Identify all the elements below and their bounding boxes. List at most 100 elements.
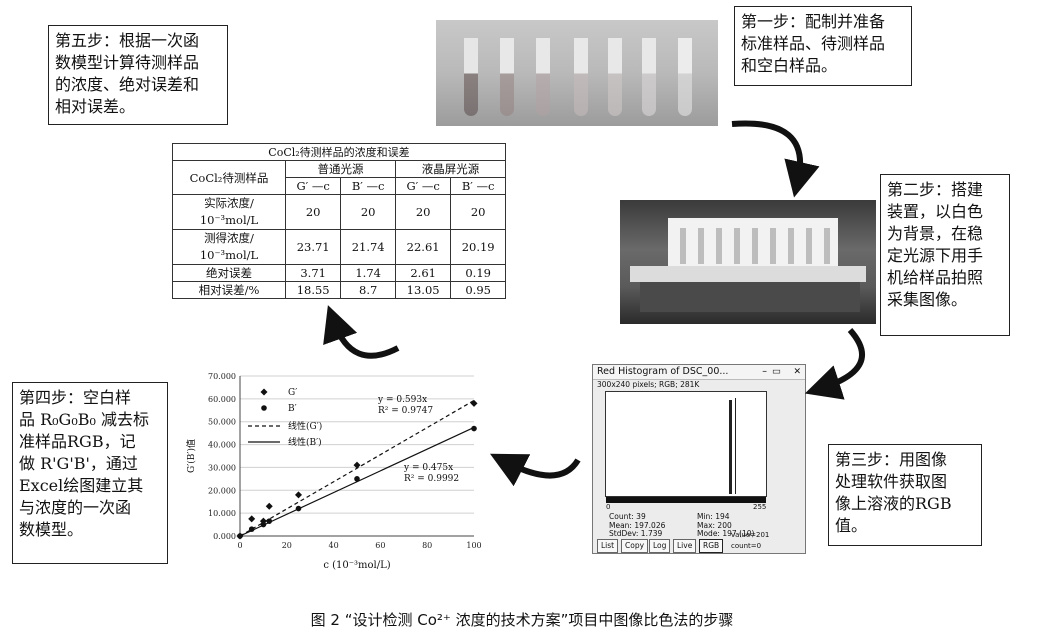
- arrow-step3-to-step4: [490, 453, 581, 487]
- data-point-b: [237, 533, 243, 539]
- apparatus-photo: [620, 200, 876, 324]
- table-row: 实际浓度/10⁻³mol/L 20 20 20 20: [172, 194, 506, 230]
- list-button[interactable]: List: [597, 539, 619, 553]
- copy-button[interactable]: Copy: [621, 539, 649, 553]
- table-cell: 20.19: [450, 229, 506, 265]
- tube-7: [678, 38, 692, 116]
- table-cell: 1.74: [340, 264, 396, 282]
- table-cell: 18.55: [284, 281, 342, 299]
- histogram-stats-right: Min: 194 Max: 200 Mode: 197 (10): [697, 512, 755, 538]
- arrow-step2-to-step3: [804, 328, 865, 400]
- table-cell: 21.74: [340, 229, 396, 265]
- sample-tubes-photo: [436, 20, 718, 126]
- table-group-lcd-light: 液晶屏光源: [394, 160, 507, 178]
- y-tick-label: 30.000: [208, 463, 236, 472]
- table-row: 绝对误差 3.71 1.74 2.61 0.19: [172, 264, 506, 282]
- equation-g: y = 0.593x: [377, 395, 427, 405]
- data-point-g: [295, 491, 302, 499]
- table-subcol: B′ —c: [340, 177, 396, 195]
- histogram-titlebar: Red Histogram of DSC_00... – ▭ ✕: [593, 365, 805, 380]
- histogram-axis-max: 255: [753, 503, 767, 511]
- data-point-g: [353, 461, 361, 469]
- step3-text: 第三步：用图像 处理软件获取图 像上溶液的RGB 值。: [835, 450, 952, 535]
- table-cell: 20: [450, 194, 506, 230]
- table-subcol: G′ —c: [284, 177, 342, 195]
- legend-label-trend-g: 线性(G′): [288, 420, 322, 432]
- table-row-label: 相对误差/%: [172, 281, 286, 299]
- equation-b: y = 0.475x: [403, 463, 453, 473]
- histogram-gradient-bar: [606, 497, 766, 503]
- table-title-row: CoCl₂待测样品的浓度和误差: [172, 143, 506, 161]
- histogram-window: Red Histogram of DSC_00... – ▭ ✕ 300x240…: [592, 364, 806, 554]
- table-cell: 0.19: [450, 264, 506, 282]
- histogram-axis-min: 0: [606, 503, 611, 511]
- results-table: CoCl₂待测样品的浓度和误差 CoCl₂待测样品 普通光源 液晶屏光源 G′ …: [172, 143, 507, 299]
- data-point-b: [295, 505, 302, 512]
- tube-6: [642, 38, 656, 116]
- table-group-normal-light: 普通光源: [285, 160, 396, 178]
- rgb-button[interactable]: RGB: [699, 539, 724, 553]
- table-top: [630, 266, 866, 282]
- legend-label-trend-b: 线性(B′): [288, 436, 322, 448]
- log-button[interactable]: Log: [649, 539, 671, 553]
- table-cell: 20: [394, 194, 452, 230]
- table-cell: 20: [284, 194, 342, 230]
- y-tick-label: 40.000: [208, 441, 236, 450]
- table-row-label: 测得浓度/10⁻³mol/L: [172, 229, 286, 265]
- y-axis-label: G′(B′)值: [185, 439, 197, 473]
- x-tick-label: 0: [237, 541, 242, 550]
- table-title: CoCl₂待测样品的浓度和误差: [172, 143, 506, 161]
- data-point-b: [354, 476, 360, 482]
- close-icon[interactable]: ✕: [793, 367, 801, 377]
- data-point-b: [471, 425, 477, 432]
- x-tick-label: 80: [422, 541, 432, 550]
- histogram-count: count=0: [731, 542, 762, 550]
- y-tick-label: 0.000: [213, 532, 236, 541]
- histogram-value: value=201: [731, 531, 770, 539]
- trendline: [239, 426, 475, 537]
- table-cell: 13.05: [394, 281, 452, 299]
- table-cell: 8.7: [340, 281, 396, 299]
- step1-box: 第一步：配制并准备 标准样品、待测样品 和空白样品。: [734, 6, 912, 86]
- table-cell: 0.95: [450, 281, 506, 299]
- data-point-b: [260, 521, 267, 528]
- table-cell: 22.61: [394, 229, 452, 265]
- arrow-step1-to-step2: [731, 120, 820, 198]
- histogram-plot: [605, 391, 767, 497]
- data-point-g: [265, 502, 273, 510]
- data-point-g: [470, 399, 478, 407]
- table-cell: 2.61: [394, 264, 452, 282]
- step4-box: 第四步：空白样 品 R₀G₀B₀ 减去标 准样品RGB，记 做 R'G'B'，通…: [12, 382, 168, 564]
- tube-3: [536, 38, 550, 116]
- maximize-icon[interactable]: ▭: [772, 366, 781, 377]
- table-header-row: CoCl₂待测样品 普通光源 液晶屏光源: [172, 160, 507, 195]
- y-tick-label: 50.000: [208, 418, 236, 427]
- y-tick-label: 20.000: [208, 486, 236, 495]
- tube-1: [464, 38, 478, 116]
- x-tick-label: 40: [329, 541, 339, 550]
- table-subcol: G′ —c: [394, 177, 452, 195]
- minimize-icon[interactable]: –: [762, 366, 767, 377]
- table-subcol: B′ —c: [450, 177, 506, 195]
- legend-marker-b: [261, 405, 267, 411]
- step5-text: 第五步：根据一次函 数模型计算待测样品 的浓度、绝对误差和 相对误差。: [55, 31, 200, 116]
- histogram-title: Red Histogram of DSC_00...: [597, 366, 729, 377]
- r2-b: R² = 0.9992: [404, 474, 459, 484]
- histogram-peak-secondary: [735, 398, 736, 494]
- live-button[interactable]: Live: [673, 539, 697, 553]
- table-cell: 3.71: [284, 264, 342, 282]
- step2-box: 第二步：搭建 装置，以白色 为背景，在稳 定光源下用手 机给样品拍照 采集图像。: [880, 174, 1010, 336]
- histogram-subtitle: 300x240 pixels; RGB; 281K: [597, 380, 700, 389]
- legend-label-g: G′: [288, 388, 297, 398]
- x-tick-label: 100: [466, 541, 481, 550]
- y-tick-label: 10.000: [208, 509, 236, 518]
- x-tick-label: 20: [282, 541, 292, 550]
- scatter-chart: 0.00010.00020.00030.00040.00050.00060.00…: [182, 366, 482, 578]
- tube-rack: [680, 228, 830, 264]
- histogram-stats-left: Count: 39 Mean: 197.026 StdDev: 1.739: [609, 512, 666, 538]
- figure-caption: 图 2 “设计检测 Co²⁺ 浓度的技术方案”项目中图像比色法的步骤: [310, 611, 734, 629]
- table-row-label: 实际浓度/10⁻³mol/L: [172, 194, 286, 230]
- y-tick-label: 70.000: [208, 372, 236, 381]
- table-row-label: 绝对误差: [172, 264, 286, 282]
- step3-box: 第三步：用图像 处理软件获取图 像上溶液的RGB 值。: [828, 444, 982, 546]
